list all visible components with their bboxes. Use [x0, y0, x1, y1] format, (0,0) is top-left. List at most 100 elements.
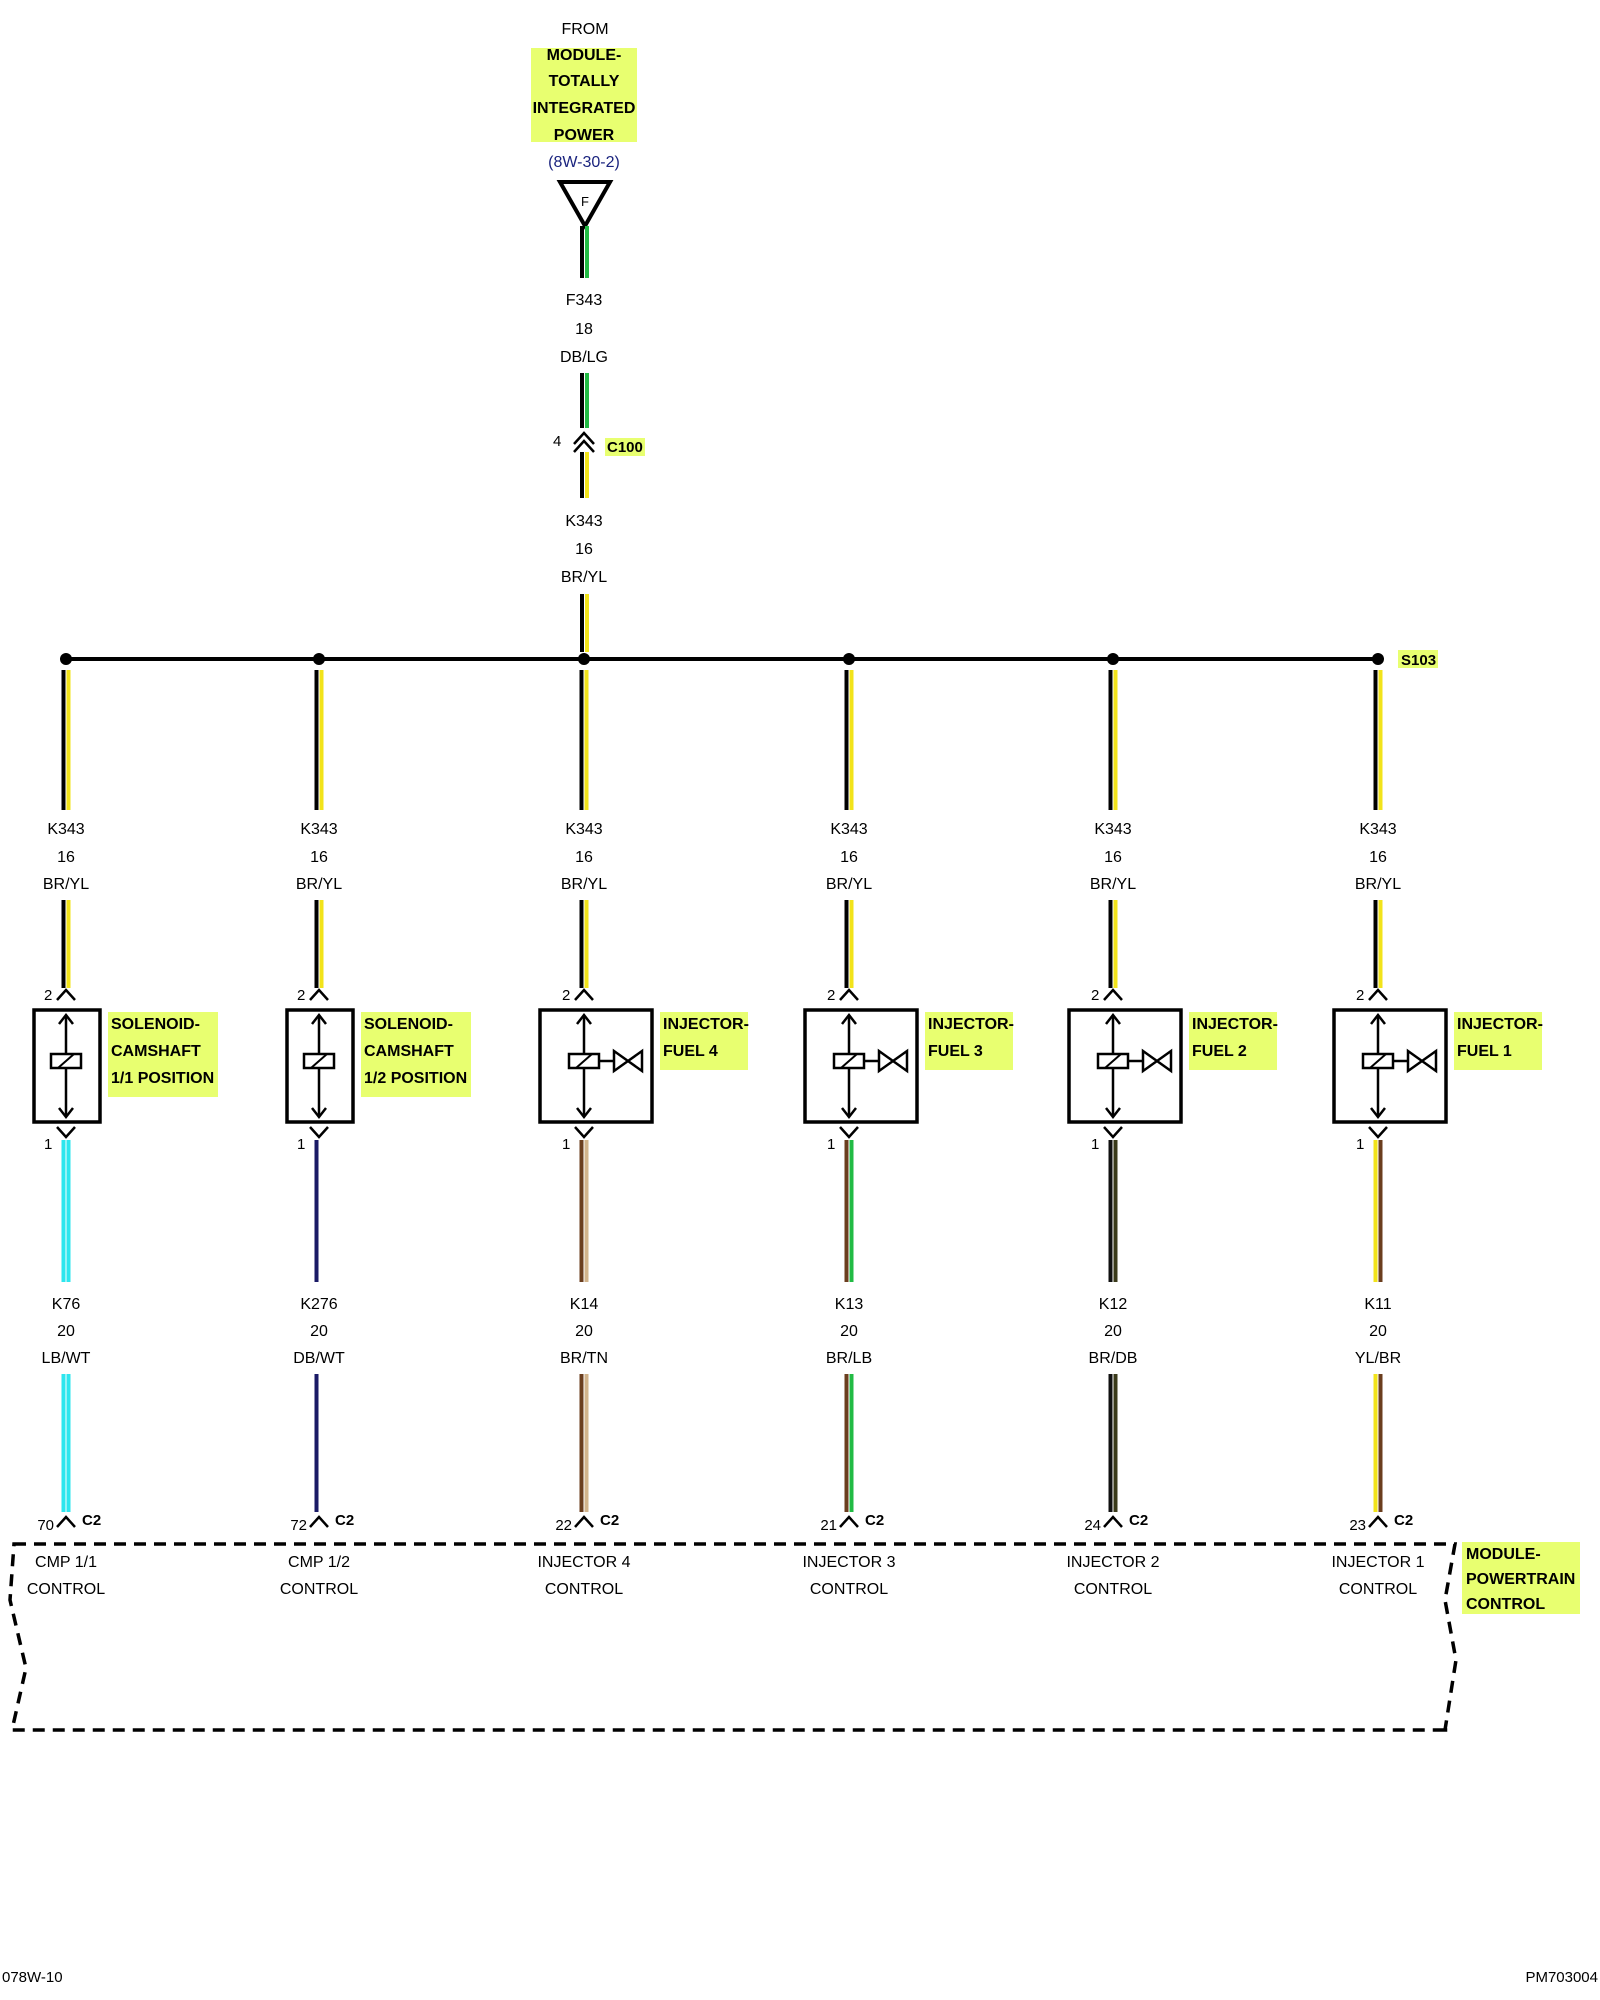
- component-box: [1067, 1008, 1183, 1124]
- pcm-label-line-1: MODULE-: [1466, 1546, 1541, 1563]
- connector-out-icon: [574, 1126, 594, 1139]
- splice-node: [1372, 653, 1384, 665]
- component-label-line-2: FUEL 3: [928, 1043, 983, 1060]
- splice-node: [313, 653, 325, 665]
- component-box: [1332, 1008, 1448, 1124]
- pcm-module: MODULE- POWERTRAIN CONTROL: [8, 1542, 1580, 1732]
- control-gauge: 20: [1104, 1323, 1122, 1340]
- splice-node: [843, 653, 855, 665]
- control-wire: [314, 1140, 324, 1282]
- control-circuit: K14: [570, 1296, 599, 1313]
- component-label-highlight: [108, 1012, 218, 1097]
- supply-wire: [1373, 670, 1383, 810]
- source-module-highlight: [531, 48, 637, 142]
- component-label-line-1: SOLENOID-: [111, 1016, 200, 1033]
- pcm-connector-icon: [574, 1515, 594, 1528]
- control-wire-lower: [61, 1374, 71, 1512]
- control-gauge: 20: [575, 1323, 593, 1340]
- pcm-connector-icon: [56, 1515, 76, 1528]
- supply-wire-lower: [1373, 900, 1383, 988]
- feed-wire-circuit: F343: [566, 292, 603, 309]
- component-label-line-3: 1/1 POSITION: [111, 1070, 214, 1087]
- supply-wire-lower: [314, 900, 324, 988]
- control-wire-lower: [579, 1374, 589, 1512]
- connector-in-icon: [839, 988, 859, 1001]
- control-wire: [1108, 1140, 1118, 1282]
- pcm-connector-name: C2: [600, 1512, 619, 1529]
- pcm-function-line-2: CONTROL: [545, 1581, 623, 1598]
- splice-node: [1107, 653, 1119, 665]
- valve-icon: [1141, 1048, 1160, 1074]
- source-module: FROM MODULE- TOTALLY INTEGRATED POWER (8…: [531, 21, 637, 231]
- supply-gauge: 16: [310, 849, 328, 866]
- supply-circuit: K343: [565, 821, 602, 838]
- splice-bus: S103: [66, 650, 1438, 669]
- source-module-line-1: MODULE-: [547, 47, 622, 64]
- control-gauge: 20: [57, 1323, 75, 1340]
- control-circuit: K12: [1099, 1296, 1128, 1313]
- component-label-highlight: [1189, 1012, 1277, 1070]
- pcm-function-line-1: INJECTOR 3: [802, 1554, 895, 1571]
- source-module-line-4: POWER: [554, 127, 615, 144]
- supply-color: BR/YL: [826, 876, 872, 893]
- pcm-connector-name: C2: [865, 1512, 884, 1529]
- supply-circuit: K343: [300, 821, 337, 838]
- feed-wire: F343 18 DB/LG: [560, 226, 608, 428]
- component-label-line-1: INJECTOR-: [1192, 1016, 1278, 1033]
- pcm-label-line-2: POWERTRAIN: [1466, 1571, 1575, 1588]
- main-wire-circuit: K343: [565, 513, 602, 530]
- supply-gauge: 16: [575, 849, 593, 866]
- pcm-connector-name: C2: [1129, 1512, 1148, 1529]
- supply-circuit: K343: [830, 821, 867, 838]
- pcm-connector-name: C2: [335, 1512, 354, 1529]
- component-pin-out: 1: [827, 1136, 835, 1153]
- terminal-triangle-icon: [556, 180, 614, 231]
- pcm-label-line-3: CONTROL: [1466, 1596, 1545, 1613]
- supply-wire: [61, 670, 71, 810]
- component-label-line-1: SOLENOID-: [364, 1016, 453, 1033]
- component-label-line-2: CAMSHAFT: [111, 1043, 201, 1060]
- control-color: YL/BR: [1355, 1350, 1401, 1367]
- pcm-pin: 21: [820, 1517, 837, 1534]
- source-module-line-3: INTEGRATED: [533, 100, 636, 117]
- inline-connector-c100: 4 C100: [553, 431, 645, 456]
- supply-circuit: K343: [1359, 821, 1396, 838]
- component-label-line-1: INJECTOR-: [1457, 1016, 1543, 1033]
- valve-icon: [612, 1048, 631, 1074]
- pcm-connector-name: C2: [1394, 1512, 1413, 1529]
- supply-wire-lower: [844, 900, 854, 988]
- feed-wire-gauge: 18: [575, 321, 593, 338]
- pcm-pin: 23: [1349, 1517, 1366, 1534]
- pcm-connector-icon: [839, 1515, 859, 1528]
- control-circuit: K276: [300, 1296, 337, 1313]
- component-box: [538, 1008, 654, 1124]
- splice-name: S103: [1401, 652, 1436, 669]
- supply-color: BR/YL: [1090, 876, 1136, 893]
- connector-in-icon: [1103, 988, 1123, 1001]
- supply-wire: [844, 670, 854, 810]
- component-pin-in: 2: [827, 987, 835, 1004]
- footer-right: PM703004: [1525, 1969, 1598, 1986]
- control-color: BR/LB: [826, 1350, 872, 1367]
- supply-wire-lower: [61, 900, 71, 988]
- component-box: [32, 1008, 102, 1124]
- component-label-line-2: CAMSHAFT: [364, 1043, 454, 1060]
- supply-wire: [579, 670, 589, 810]
- control-circuit: K11: [1364, 1296, 1391, 1313]
- pcm-function-line-1: INJECTOR 1: [1331, 1554, 1424, 1571]
- from-label: FROM: [561, 21, 608, 38]
- pcm-function-line-1: CMP 1/1: [35, 1554, 97, 1571]
- supply-gauge: 16: [1369, 849, 1387, 866]
- pcm-function-line-2: CONTROL: [810, 1581, 888, 1598]
- component-pin-in: 2: [562, 987, 570, 1004]
- pcm-function-line-2: CONTROL: [1339, 1581, 1417, 1598]
- connector-in-icon: [574, 988, 594, 1001]
- control-wire: [61, 1140, 71, 1282]
- supply-circuit: K343: [1094, 821, 1131, 838]
- component-box: [285, 1008, 355, 1124]
- c100-highlight: [605, 438, 645, 456]
